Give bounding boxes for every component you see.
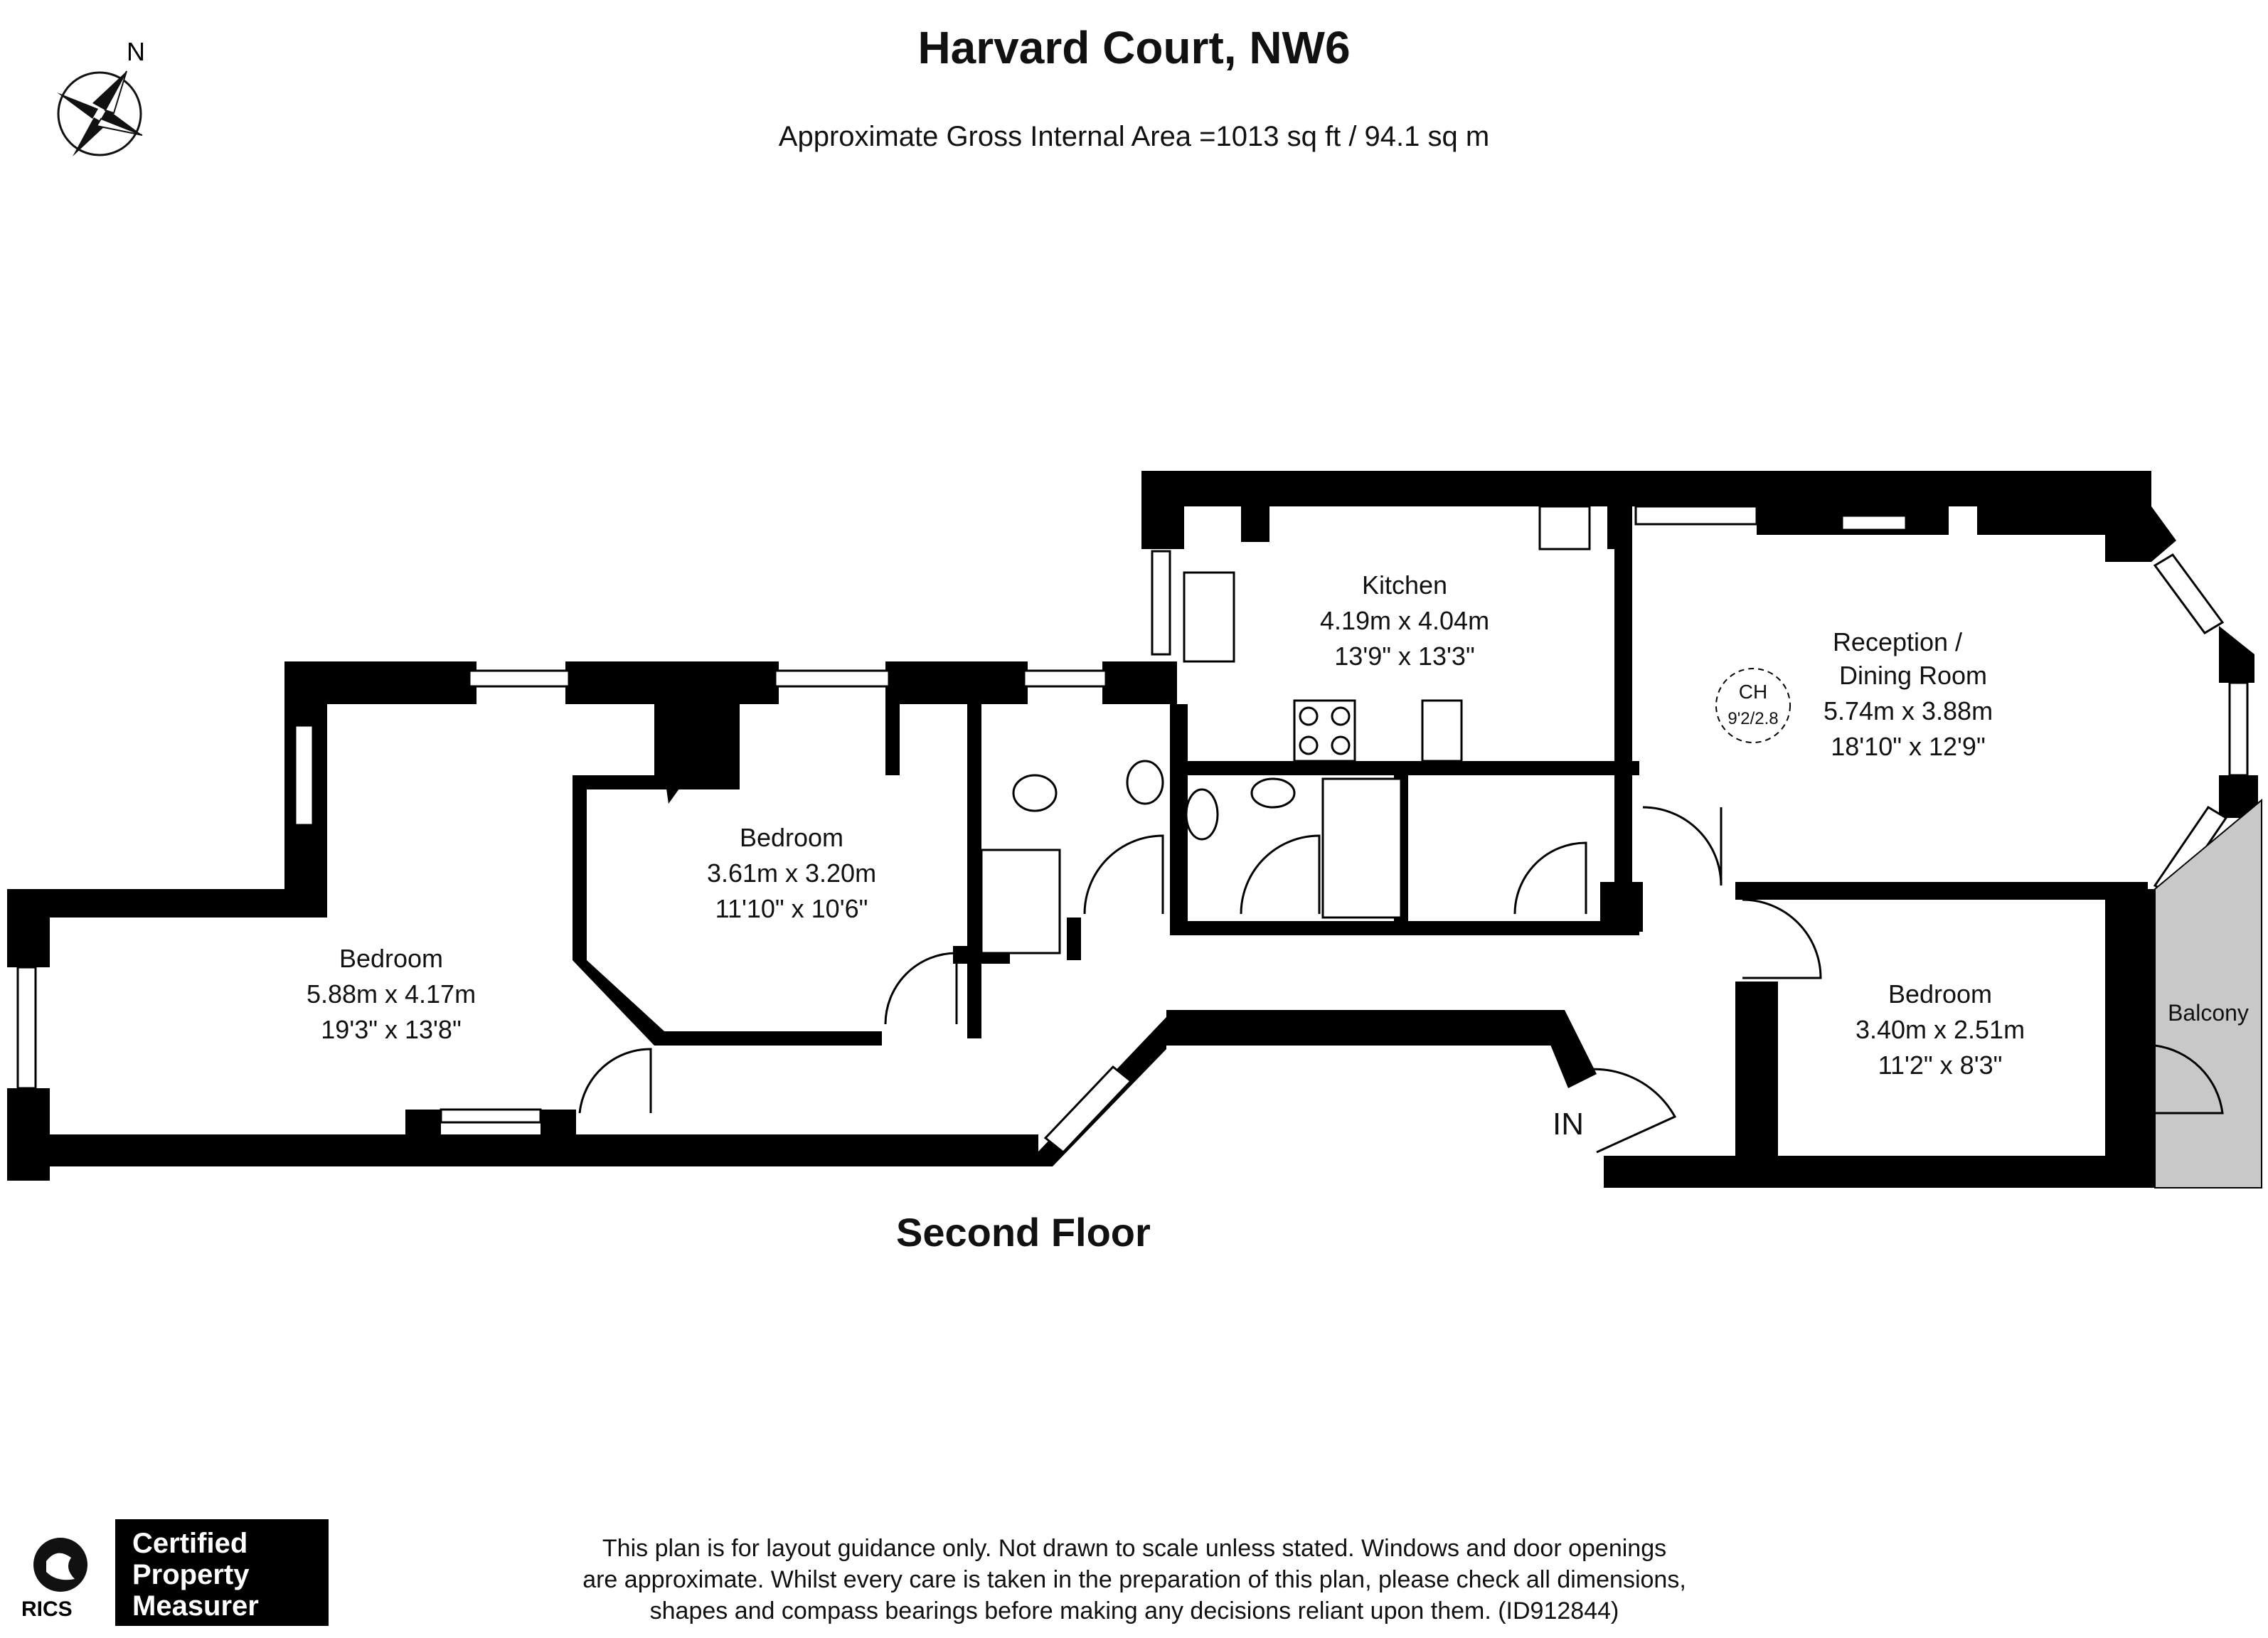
bedroom-right-name: Bedroom [1888,979,1992,1009]
floor-label: Second Floor [896,1210,1151,1255]
toilet-icon [1012,774,1058,812]
bedroom-middle-name: Bedroom [740,823,843,852]
reception-name-line2: Dining Room [1839,661,1987,690]
ceiling-height-label: CH [1739,681,1767,703]
badge-line-1: Certified [132,1528,248,1559]
ceiling-height-value: 9'2/2.8 [1727,709,1778,728]
doors [578,505,2224,1154]
basin-icon [1126,760,1164,805]
disclaimer: This plan is for layout guidance only. N… [519,1533,1750,1627]
compass-rose-icon: N [57,39,145,156]
certified-measurer-badge: Certified Property Measurer [115,1519,329,1626]
balcony-area [2154,798,2262,1188]
toilet-2-icon [1185,788,1219,841]
kitchen-metric: 4.19m x 4.04m [1320,606,1489,635]
badge-line-3: Measurer [132,1590,259,1622]
basin-2-icon [1250,777,1296,809]
badge-line-2: Property [132,1559,250,1590]
bedroom-middle-metric: 3.61m x 3.20m [707,858,876,888]
bedroom-left-metric: 5.88m x 4.17m [307,979,476,1009]
disclaimer-line-3: shapes and compass bearings before makin… [649,1597,1619,1624]
disclaimer-line-2: are approximate. Whilst every care is ta… [582,1566,1686,1593]
walls [7,471,2258,1188]
balcony-label: Balcony [2168,1000,2249,1026]
bedroom-right-metric: 3.40m x 2.51m [1856,1015,2025,1044]
compass-north-label: N [127,39,145,66]
kitchen-imperial: 13'9" x 13'3" [1334,642,1474,671]
shower-icon [1321,777,1402,919]
entrance-label: IN [1553,1107,1584,1142]
rics-logo-icon: RICS [21,1538,87,1621]
disclaimer-line-1: This plan is for layout guidance only. N… [602,1535,1667,1562]
bedroom-left-name: Bedroom [339,944,443,973]
gross-area-text: Approximate Gross Internal Area =1013 sq… [778,121,1490,152]
bedroom-right-imperial: 11'2" x 8'3" [1878,1051,2003,1080]
reception-imperial: 18'10" x 12'9" [1831,732,1985,761]
shower-left-icon [980,849,1061,954]
bedroom-middle-imperial: 11'10" x 10'6" [715,894,868,923]
kitchen-sink-icon [1183,571,1235,663]
rics-label: RICS [21,1597,73,1621]
bedroom-left-imperial: 19'3" x 13'8" [321,1015,461,1044]
plan-title: Harvard Court, NW6 [917,22,1351,73]
fixtures [980,571,1463,954]
kitchen-name: Kitchen [1362,570,1447,600]
ceiling-height-marker [1715,668,1791,743]
reception-name-line1: Reception / [1833,627,1962,656]
reception-metric: 5.74m x 3.88m [1824,696,1993,725]
